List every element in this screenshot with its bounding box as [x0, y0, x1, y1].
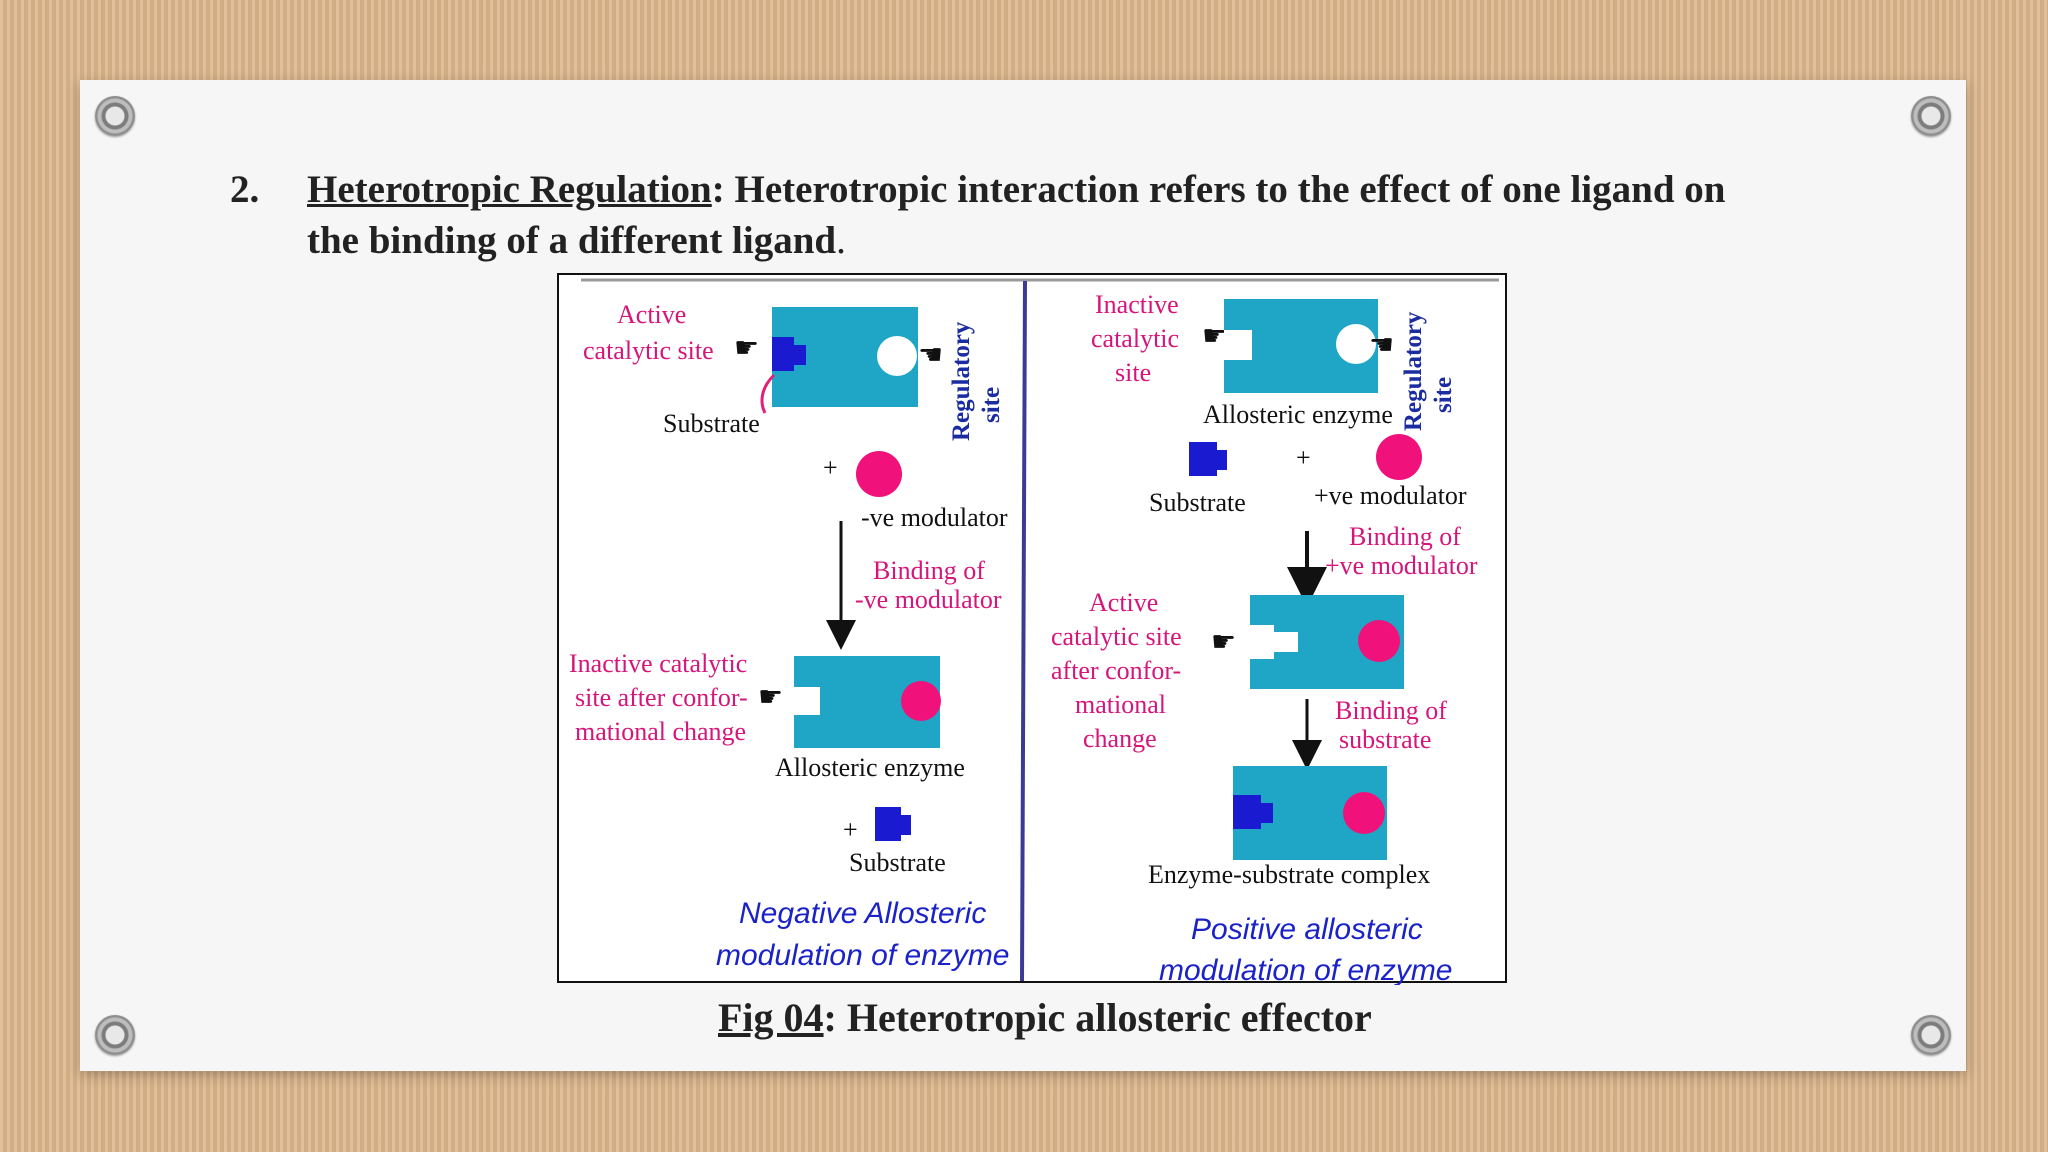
right-substrate-label: Substrate [1149, 488, 1246, 517]
left-active-site-label: Active catalytic site [583, 300, 714, 365]
right-positive-modulator [1376, 434, 1422, 480]
right-pointer-hand-icon-2: ☚ [1369, 330, 1394, 361]
left-substrate-pointer [760, 373, 776, 414]
left-inactive-site-label: Inactive catalytic site after confor- ma… [569, 649, 754, 746]
right-enzyme-1 [1224, 299, 1378, 393]
figure-label: Fig 04 [718, 995, 824, 1040]
left-pointer-hand-icon-1: ☛ [734, 333, 759, 364]
right-regulatory-site-label: Regulatory site [1400, 305, 1457, 431]
rivet-top-right [1911, 96, 1951, 136]
right-inactive-site-label: Inactive catalytic site [1091, 290, 1186, 387]
list-number: 2. [230, 168, 260, 211]
right-modulator-label: +ve modulator [1314, 481, 1467, 510]
left-enzyme-1 [772, 307, 918, 407]
left-regulatory-site-label: Regulatory site [948, 315, 1005, 441]
left-negative-modulator [856, 451, 902, 497]
right-plus: + [1296, 443, 1311, 472]
left-allosteric-enzyme-label: Allosteric enzyme [775, 753, 965, 782]
left-enzyme-2 [794, 656, 941, 748]
left-substrate-label: Substrate [663, 409, 760, 438]
rivet-bottom-right [1911, 1015, 1951, 1055]
right-substrate [1189, 442, 1227, 476]
allosteric-figure: Active catalytic site ☛ ☚ Regulatory sit… [557, 273, 1507, 985]
right-pointer-hand-icon-1: ☛ [1202, 321, 1227, 352]
allosteric-diagram: Active catalytic site ☛ ☚ Regulatory sit… [569, 278, 1499, 985]
left-substrate-2 [875, 807, 911, 841]
heading-definition: : Heterotropic interaction refers to the… [307, 168, 1726, 262]
right-complex-label: Enzyme-substrate complex [1148, 860, 1430, 889]
rivet-top-left [95, 96, 135, 136]
right-enzyme-2 [1250, 595, 1404, 689]
heading-period: . [836, 219, 846, 262]
left-panel-title: Negative Allosteric modulation of enzyme [716, 897, 1010, 972]
right-enzyme-substrate-complex [1233, 766, 1387, 860]
left-plus-1: + [823, 453, 838, 482]
left-substrate-2-label: Substrate [849, 848, 946, 877]
left-pointer-hand-icon-2: ☚ [918, 340, 943, 371]
right-allosteric-enzyme-label: Allosteric enzyme [1203, 400, 1393, 429]
right-panel-title: Positive allosteric modulation of enzyme [1159, 913, 1453, 985]
rivet-bottom-left [95, 1015, 135, 1055]
left-binding-label: Binding of -ve modulator [855, 556, 1002, 614]
right-active-site-label: Active catalytic site after confor- mati… [1051, 588, 1188, 753]
right-binding-2-label: Binding of substrate [1335, 696, 1453, 754]
figure-caption: Fig 04: Heterotropic allosteric effector [718, 994, 1372, 1041]
panel-divider [1020, 280, 1027, 982]
heading-text: Heterotropic Regulation: Heterotropic in… [307, 164, 1787, 266]
left-modulator-label: -ve modulator [861, 503, 1008, 532]
right-binding-1-label: Binding of +ve modulator [1325, 522, 1478, 580]
heading-term: Heterotropic Regulation [307, 168, 712, 211]
figure-caption-text: : Heterotropic allosteric effector [823, 995, 1372, 1040]
left-plus-2: + [843, 815, 858, 844]
left-pointer-hand-icon-3: ☛ [758, 682, 783, 713]
right-pointer-hand-icon-3: ☛ [1211, 627, 1236, 658]
